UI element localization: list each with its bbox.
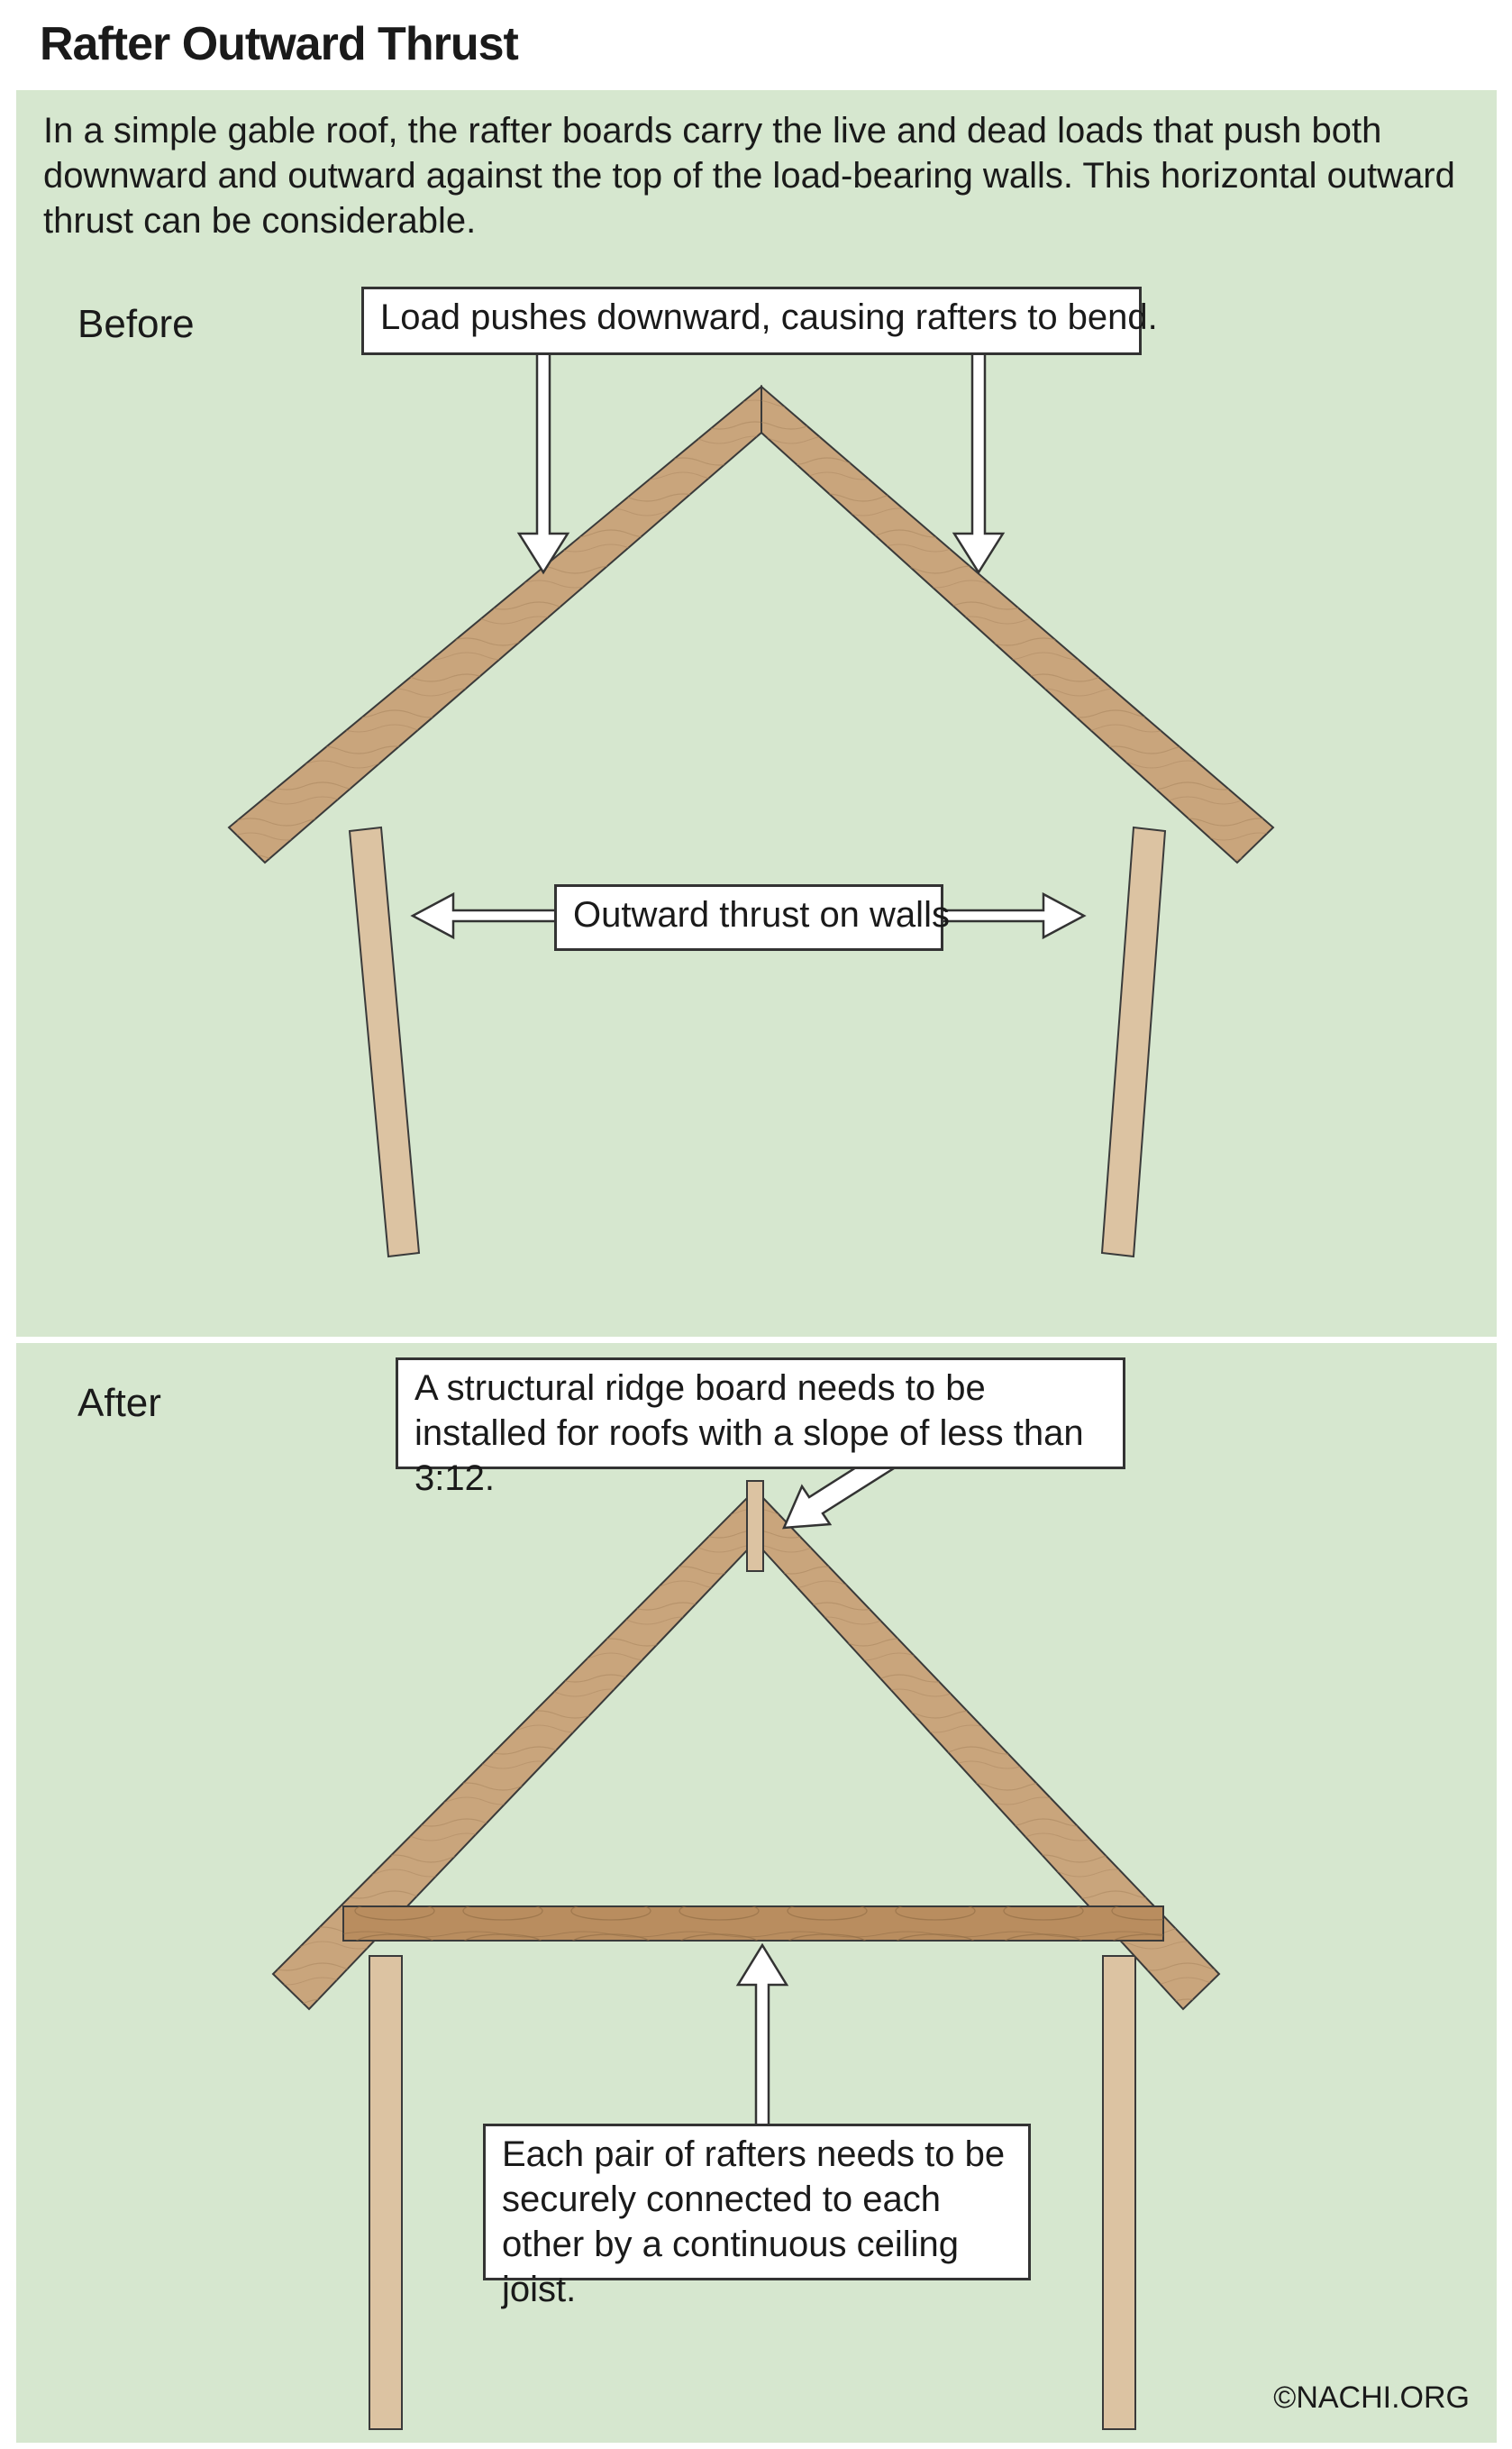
page-title: Rafter Outward Thrust: [40, 18, 519, 70]
load-arrow-right: [952, 350, 1006, 575]
left-wall-stud: [348, 826, 421, 1258]
load-arrow-left: [516, 350, 570, 575]
right-rafter-grain: [761, 387, 1273, 863]
joist-arrow: [735, 1942, 789, 2129]
before-label: Before: [77, 302, 195, 346]
thrust-arrow-left: [410, 891, 559, 940]
before-panel: In a simple gable roof, the rafter board…: [16, 90, 1497, 1337]
after-diagram: [271, 1444, 1221, 2430]
thrust-callout: Outward thrust on walls: [554, 884, 950, 951]
ridge-callout: A structural ridge board needs to be ins…: [396, 1357, 1125, 1498]
right-rafter-grain: [763, 1498, 1219, 2009]
ceiling-joist-grain: [343, 1906, 1163, 1941]
joist-callout: Each pair of rafters needs to be securel…: [483, 2124, 1031, 2309]
thrust-arrow-right: [938, 891, 1087, 940]
right-wall-stud: [1102, 1955, 1136, 2430]
after-panel: After A structural ridge board: [16, 1343, 1497, 2443]
left-rafter-grain: [229, 387, 761, 863]
intro-text: In a simple gable roof, the rafter board…: [43, 111, 1455, 241]
before-diagram: [227, 350, 1275, 1258]
after-label: After: [77, 1381, 161, 1425]
right-wall-stud: [1100, 826, 1167, 1258]
left-rafter-grain: [273, 1498, 747, 2009]
left-wall-stud: [369, 1955, 403, 2430]
load-callout: Load pushes downward, causing rafters to…: [361, 287, 1158, 355]
ridge-board: [746, 1480, 764, 1572]
copyright: ©NACHI.ORG: [1273, 2380, 1470, 2415]
